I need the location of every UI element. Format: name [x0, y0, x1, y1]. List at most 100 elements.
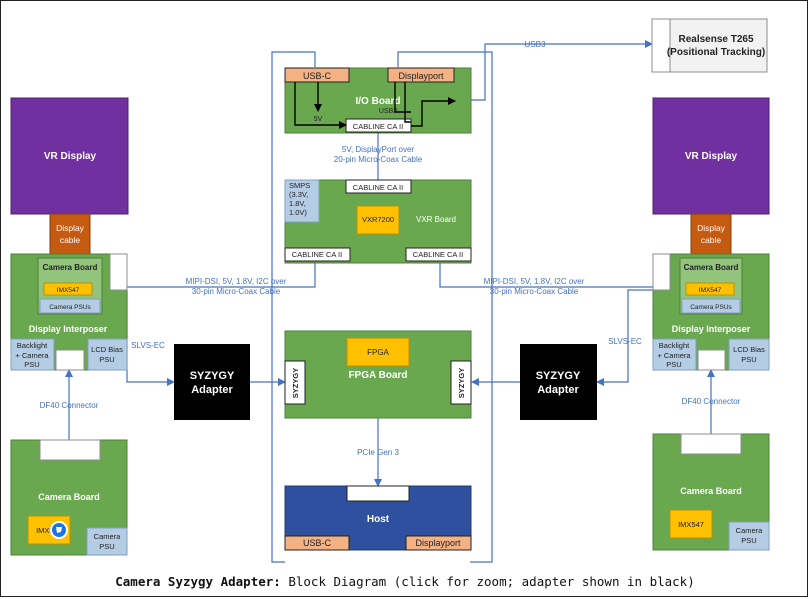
svg-text:Camera Board: Camera Board: [684, 263, 739, 272]
right-lcd-bias-psu: [728, 338, 770, 371]
right-camera-board[interactable]: Camera Board IMX547 Camera PSU: [652, 433, 770, 551]
svg-text:PSU: PSU: [741, 355, 756, 364]
block-diagram[interactable]: Realsense T265 (Positional Tracking) USB…: [0, 0, 810, 575]
left-display-interposer[interactable]: Camera Board IMX547 Camera PSUs Display …: [10, 253, 128, 371]
right-display-cable: Display cable: [690, 213, 732, 255]
svg-text:PSU: PSU: [666, 360, 681, 369]
left-syzygy-adapter[interactable]: SYZYGY Adapter: [174, 344, 250, 420]
mipi-left-label-1: MIPI-DSI, 5V, 1.8V, I2C over: [186, 277, 287, 286]
mipi-left-label-2: 30-pin Micro-Coax Cable: [192, 287, 281, 296]
right-camera-connector: [680, 433, 742, 455]
left-camera-board[interactable]: Camera Board IMX547 Camera PSU: [10, 439, 128, 556]
caption-bold: Camera Syzygy Adapter:: [115, 574, 281, 589]
fpga-chip: [346, 337, 410, 367]
left-vr-display[interactable]: VR Display: [10, 97, 129, 215]
fpga-syzygy-right: [450, 360, 472, 405]
svg-text:VXR7200: VXR7200: [362, 215, 394, 224]
io-board[interactable]: USB-C Displayport I/O Board CABLINE CA I…: [284, 67, 472, 134]
right-vr-display[interactable]: VR Display: [652, 97, 770, 215]
vxr-cabline-right: [405, 247, 472, 262]
io-usbc-port: [284, 67, 350, 83]
left-interposer-connector: [109, 253, 128, 291]
df40-left-label: DF40 Connector: [40, 401, 99, 410]
usb3-link-label: USB3: [525, 40, 546, 49]
vxr-cabline-left: [284, 247, 351, 262]
left-camera-psu: [86, 527, 128, 556]
left-display-cable: Display cable: [49, 213, 91, 255]
host-title: Host: [367, 514, 390, 525]
figure-caption: Camera Syzygy Adapter: Block Diagram (cl…: [0, 574, 810, 589]
svg-text:1.8V,: 1.8V,: [289, 199, 306, 208]
left-backlight-psu: [10, 338, 55, 371]
io-board-title: I/O Board: [355, 96, 400, 107]
svg-text:Camera PSUs: Camera PSUs: [49, 304, 91, 311]
svg-text:CABLINE CA II: CABLINE CA II: [353, 183, 403, 192]
svg-text:+ Camera: + Camera: [15, 351, 49, 360]
svg-text:LCD Bias: LCD Bias: [91, 345, 123, 354]
svg-text:USB3: USB3: [379, 108, 397, 115]
fpga-board-title: FPGA Board: [348, 370, 407, 381]
svg-text:Adapter: Adapter: [537, 384, 579, 396]
svg-text:Displayport: Displayport: [415, 538, 461, 548]
host-block[interactable]: Host USB-C Displayport: [284, 485, 472, 551]
slvs-right-label: SLVS-EC: [608, 337, 642, 346]
df40-right-label: DF40 Connector: [682, 397, 741, 406]
svg-text:IMX547: IMX547: [699, 287, 722, 294]
svg-text:cable: cable: [60, 235, 81, 245]
svg-text:(3.3V,: (3.3V,: [289, 190, 308, 199]
svg-text:Camera Board: Camera Board: [680, 486, 742, 496]
pcie-label: PCIe Gen 3: [357, 448, 399, 457]
right-camera-psu: [728, 521, 770, 551]
svg-text:IMX547: IMX547: [678, 520, 704, 529]
bus-left: [271, 51, 316, 563]
vxr-smps: [284, 179, 320, 223]
mipi-right-line: [439, 263, 653, 288]
right-interposer-connector: [652, 253, 671, 291]
right-display-interposer[interactable]: Camera Board IMX547 Camera PSUs Display …: [652, 253, 770, 371]
mipi-right-label-2: 30-pin Micro-Coax Cable: [490, 287, 579, 296]
svg-text:USB-C: USB-C: [303, 71, 332, 81]
host-top-port: [346, 485, 410, 502]
svg-text:Display Interposer: Display Interposer: [29, 324, 108, 334]
io-vxr-label-2: 20-pin Micro-Coax Cable: [334, 155, 423, 164]
svg-text:USB-C: USB-C: [303, 538, 332, 548]
svg-text:Display Interposer: Display Interposer: [672, 324, 751, 334]
vxr-cabline-top: [345, 179, 412, 194]
svg-text:SYZYGY: SYZYGY: [291, 368, 300, 398]
slvs-left-label: SLVS-EC: [131, 341, 165, 350]
svg-text:IMX547: IMX547: [36, 526, 62, 535]
svg-text:CABLINE CA II: CABLINE CA II: [413, 250, 463, 259]
vxr-board[interactable]: CABLINE CA II SMPS (3.3V, 1.8V, 1.0V) VX…: [284, 179, 472, 264]
svg-text:PSU: PSU: [741, 536, 756, 545]
chrome-icon[interactable]: [50, 521, 68, 539]
svg-text:Adapter: Adapter: [191, 384, 233, 396]
host-usbc-port: [284, 535, 350, 551]
svg-text:Camera: Camera: [736, 526, 764, 535]
realsense-subtitle: (Positional Tracking): [667, 47, 765, 58]
svg-text:1.0V): 1.0V): [289, 208, 307, 217]
realsense-block[interactable]: Realsense T265 (Positional Tracking): [651, 18, 768, 73]
svg-text:PSU: PSU: [99, 355, 114, 364]
mipi-right-label-1: MIPI-DSI, 5V, 1.8V, I2C over: [484, 277, 585, 286]
mipi-left-line: [127, 263, 316, 288]
svg-text:VR Display: VR Display: [685, 151, 738, 162]
svg-text:5V: 5V: [314, 116, 323, 123]
svg-text:CABLINE CA II: CABLINE CA II: [353, 122, 403, 131]
svg-text:SYZYGY: SYZYGY: [190, 370, 235, 382]
svg-text:SYZYGY: SYZYGY: [536, 370, 581, 382]
fpga-syzygy-left: [284, 360, 306, 405]
svg-text:Camera: Camera: [94, 532, 122, 541]
svg-text:VR Display: VR Display: [44, 151, 97, 162]
svg-text:cable: cable: [701, 235, 722, 245]
svg-text:IMX547: IMX547: [57, 287, 80, 294]
svg-text:PSU: PSU: [99, 542, 114, 551]
left-lcd-bias-psu: [87, 338, 128, 371]
right-camera-imx: [669, 509, 713, 539]
svg-text:Camera Board: Camera Board: [38, 492, 100, 502]
fpga-board[interactable]: FPGA FPGA Board SYZYGY SYZYGY: [284, 330, 472, 419]
svg-text:PSU: PSU: [24, 360, 39, 369]
right-syzygy-adapter[interactable]: SYZYGY Adapter: [520, 344, 597, 420]
right-interposer-df40-port: [697, 349, 726, 371]
io-displayport-port: [387, 67, 455, 83]
